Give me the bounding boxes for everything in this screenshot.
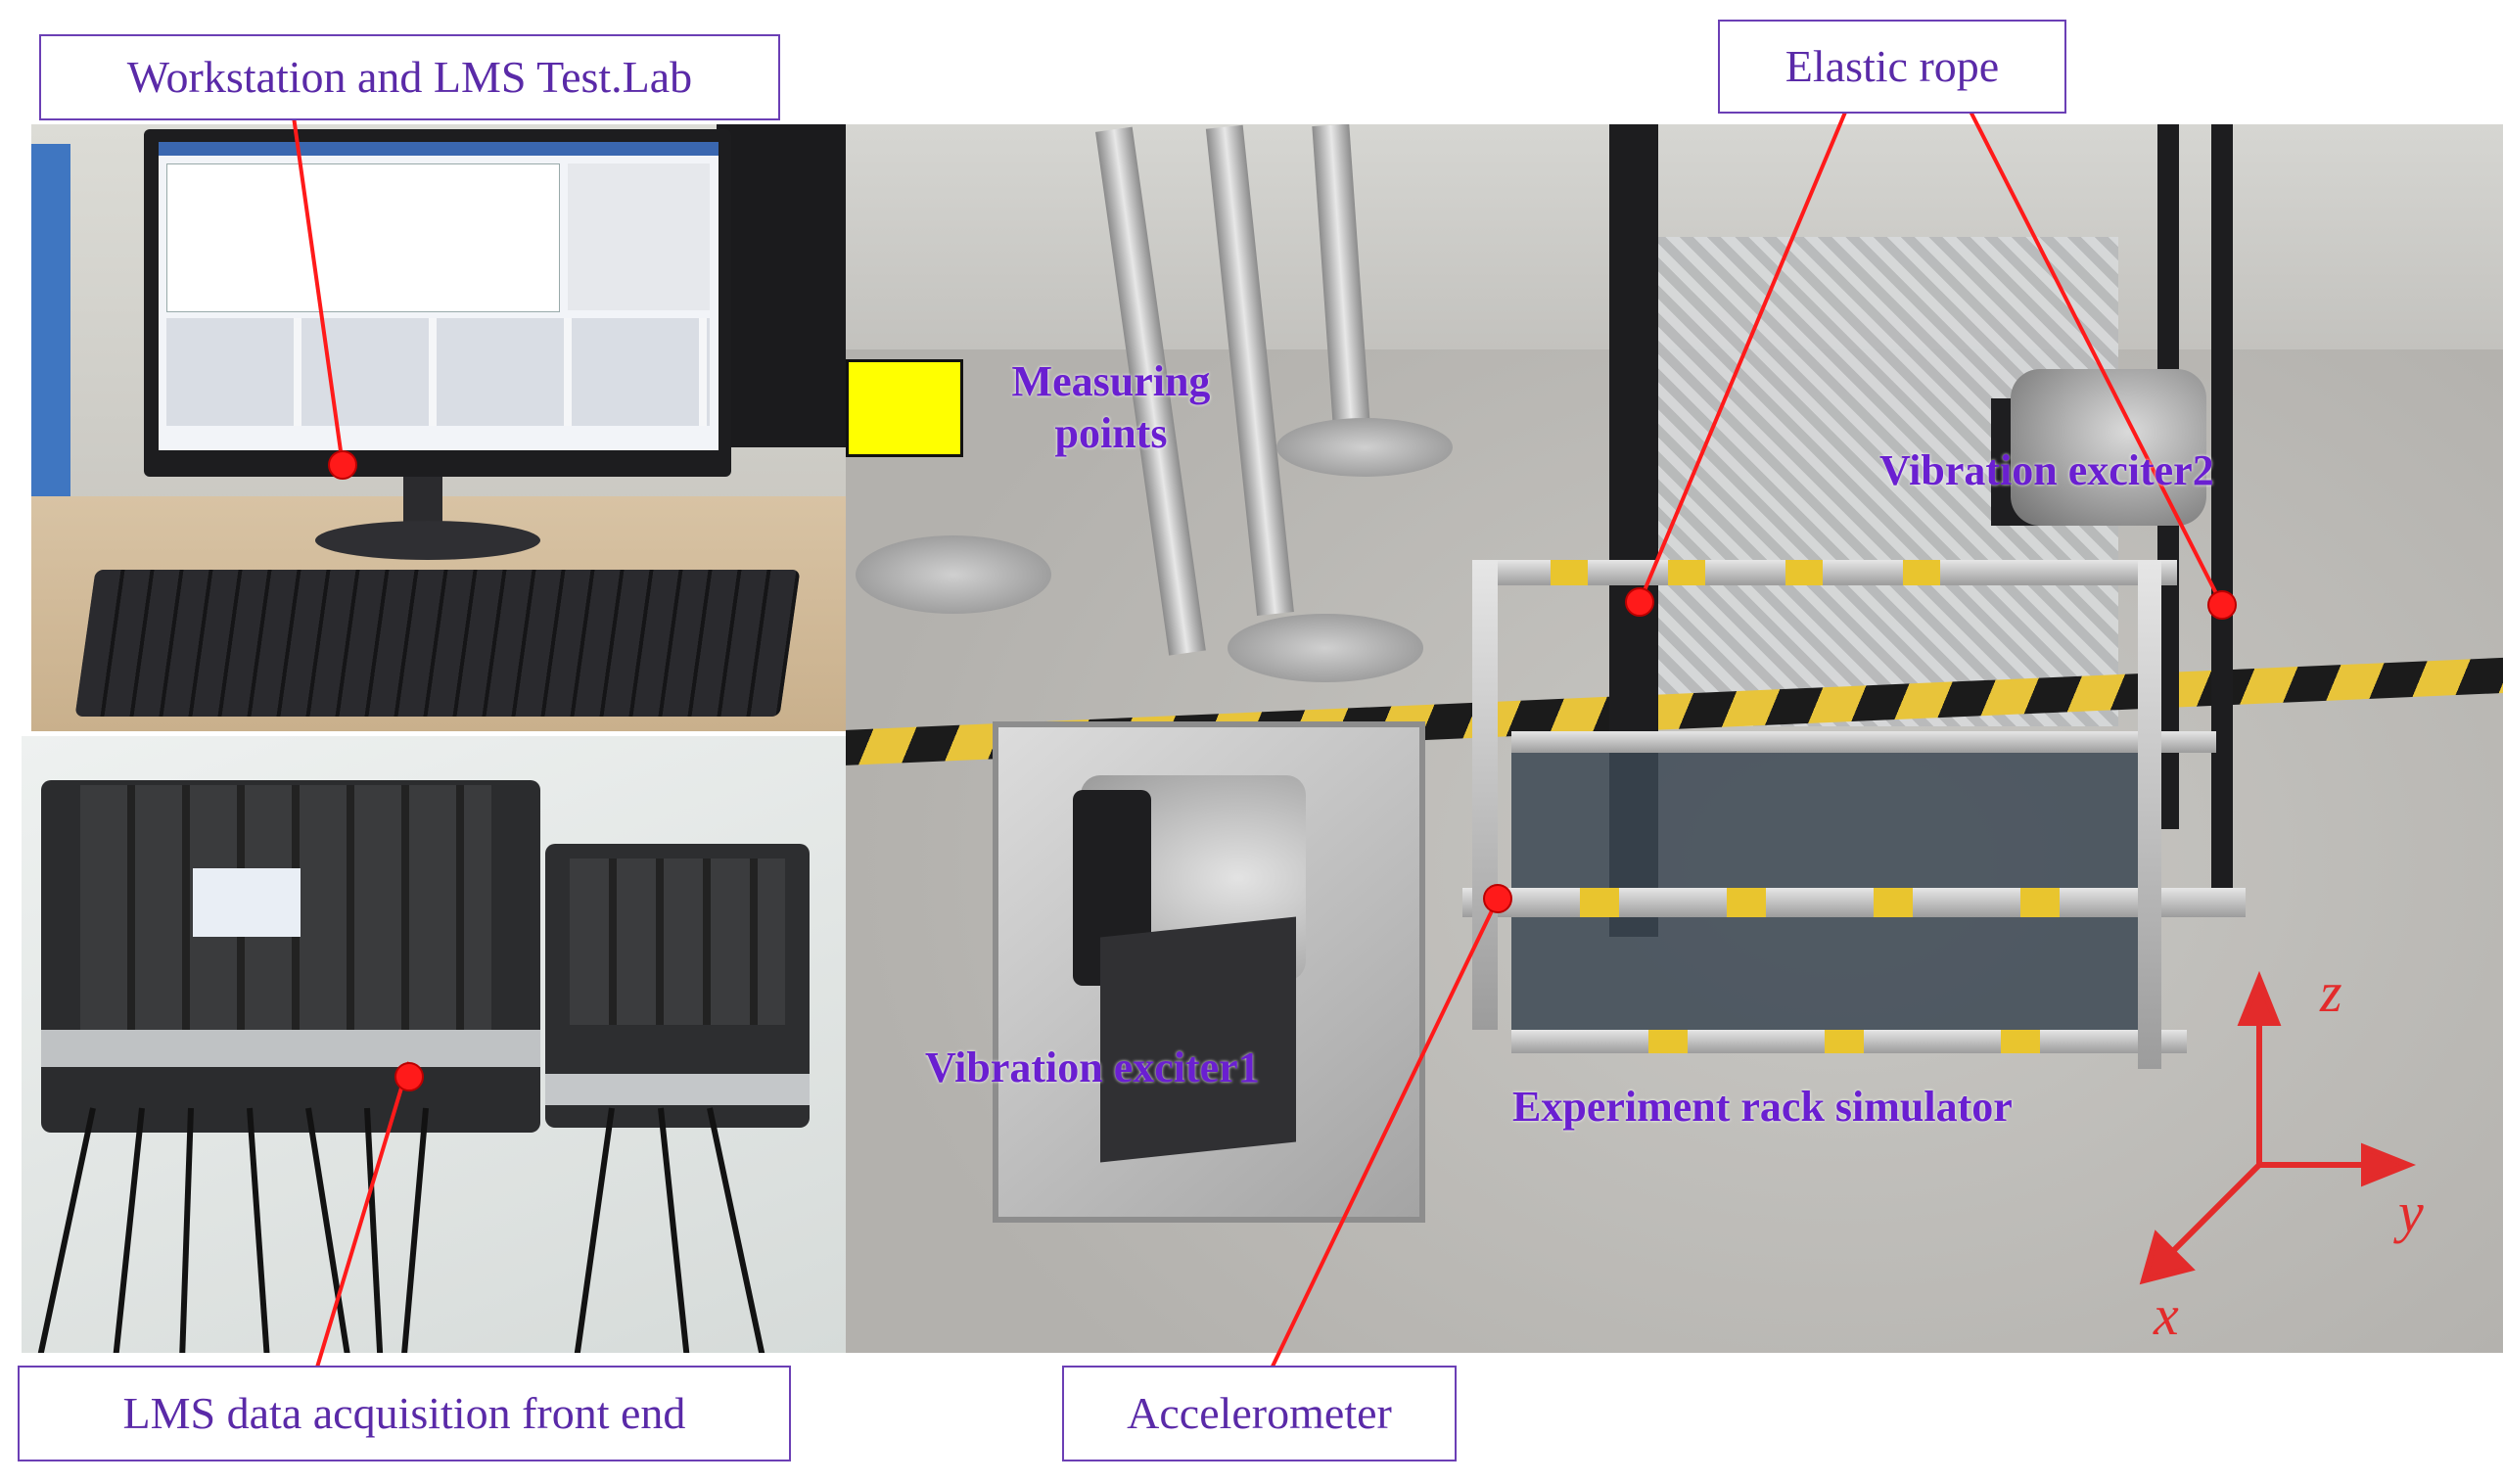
daq-front-end-photo	[22, 736, 846, 1353]
axis-y-arrow	[2361, 1142, 2417, 1187]
marker-dot-accelerometer	[1483, 884, 1512, 913]
leader-workstation	[289, 95, 345, 466]
axis-x-line	[2168, 1162, 2262, 1256]
leader-elastic-rope-left	[1638, 95, 1854, 603]
marker-dot-daq	[394, 1062, 424, 1091]
leader-elastic-rope-right	[1961, 95, 2224, 606]
label-accelerometer: Accelerometer	[1062, 1366, 1457, 1461]
marker-dot-rope-right	[2207, 590, 2237, 620]
label-measuring-points: Measuring points	[1011, 357, 1211, 457]
axis-label-x: x	[2154, 1283, 2179, 1347]
workstation-photo	[31, 124, 846, 731]
label-vibration-exciter2: Vibration exciter2	[1879, 446, 2214, 494]
label-workstation: Workstation and LMS Test.Lab	[39, 34, 780, 120]
label-rack-simulator: Experiment rack simulator	[1512, 1083, 2013, 1131]
label-vibration-exciter1: Vibration exciter1	[925, 1043, 1260, 1091]
monitor-screen	[159, 142, 718, 450]
label-elastic-rope: Elastic rope	[1718, 20, 2066, 114]
vibration-exciter-2	[2011, 369, 2206, 526]
leader-accelerometer	[1269, 898, 1500, 1371]
leader-daq	[314, 1061, 411, 1371]
marker-dot-workstation	[328, 450, 357, 480]
lab-photo	[846, 124, 2503, 1353]
axis-label-z: z	[2320, 960, 2342, 1024]
label-daq-front-end: LMS data acquisition front end	[18, 1366, 791, 1461]
rack-panel	[1511, 736, 2138, 1035]
axis-label-y: y	[2398, 1181, 2424, 1244]
axis-x-arrow	[2139, 1229, 2196, 1285]
axis-z-arrow	[2237, 970, 2282, 1026]
marker-dot-rope-left	[1625, 587, 1654, 617]
measuring-point-marker	[846, 359, 963, 457]
